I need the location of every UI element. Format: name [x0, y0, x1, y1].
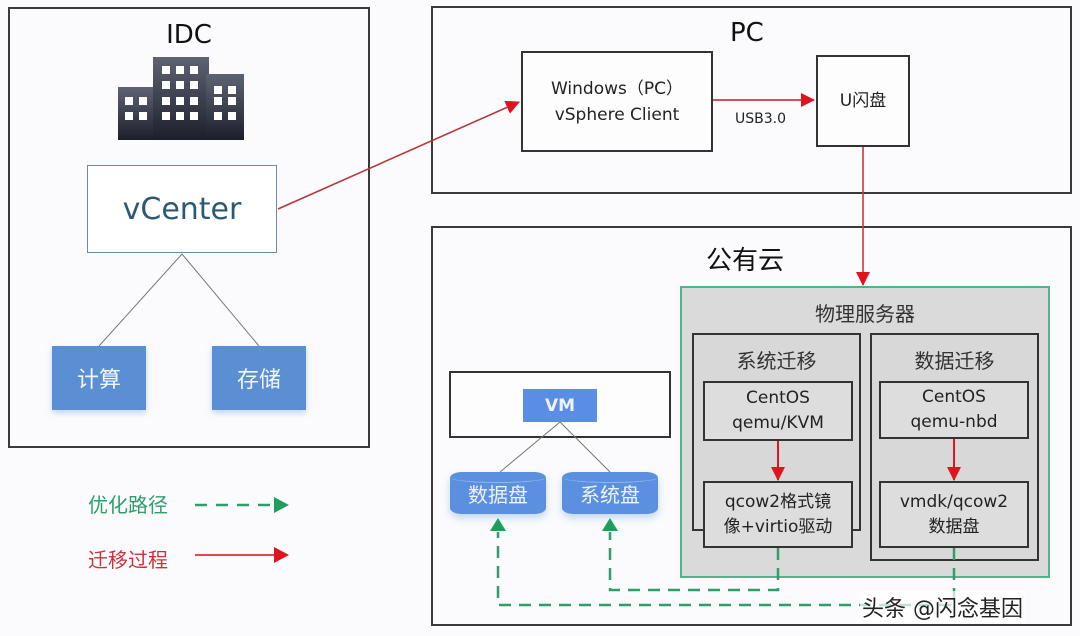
udisk-label: U闪盘: [839, 91, 887, 111]
qcow2-image-line1: qcow2格式镜: [724, 491, 832, 512]
vm-label: VM: [544, 395, 576, 416]
storage-label: 存储: [236, 368, 281, 393]
legend-optimized-label: 优化路径: [88, 493, 168, 517]
legend-migration-label: 迁移过程: [88, 548, 168, 572]
cloud-title: 公有云: [706, 246, 785, 276]
qcow2-image-line2: 像+virtio驱动: [723, 516, 833, 537]
vm-node[interactable]: VM: [523, 389, 597, 422]
legend-optimized-arrowhead: [274, 497, 289, 513]
vmdk-disk-line2: 数据盘: [928, 516, 980, 537]
compute-label: 计算: [76, 368, 121, 393]
centos-kvm-line2: qemu/KVM: [732, 413, 824, 433]
building-icon: [118, 57, 244, 140]
qcow2-image-box[interactable]: qcow2格式镜 像+virtio驱动: [703, 481, 853, 548]
vsphere-client-box[interactable]: Windows（PC） vSphere Client: [521, 51, 713, 152]
centos-nbd-line2: qemu-nbd: [910, 412, 998, 432]
system-disk-label: 系统盘: [580, 482, 640, 507]
data-disk-label: 数据盘: [468, 482, 528, 507]
watermark: 头条 @闪念基因: [860, 591, 1025, 623]
system-disk[interactable]: 系统盘: [562, 472, 658, 514]
data-disk[interactable]: 数据盘: [450, 472, 546, 514]
client-line2: vSphere Client: [554, 104, 680, 125]
pc-title: PC: [730, 18, 764, 48]
data-migration-title: 数据迁移: [914, 349, 995, 373]
idc-title: IDC: [166, 20, 212, 50]
usb-label: USB3.0: [735, 111, 787, 127]
centos-nbd-line1: CentOS: [922, 387, 986, 407]
udisk-box[interactable]: U闪盘: [816, 55, 910, 147]
server-title: 物理服务器: [815, 302, 915, 326]
legend-migration-arrowhead: [274, 547, 289, 563]
vmdk-disk-box[interactable]: vmdk/qcow2 数据盘: [879, 481, 1029, 548]
client-line1: Windows（PC）: [550, 78, 683, 99]
centos-nbd-box[interactable]: CentOS qemu-nbd: [879, 381, 1029, 439]
centos-kvm-line1: CentOS: [746, 388, 810, 408]
vcenter-label: vCenter: [122, 191, 242, 227]
compute-node[interactable]: 计算: [52, 346, 146, 410]
vcenter-box[interactable]: vCenter: [87, 165, 277, 253]
storage-node[interactable]: 存储: [212, 346, 306, 410]
centos-kvm-box[interactable]: CentOS qemu/KVM: [703, 381, 853, 441]
vmdk-disk-line1: vmdk/qcow2: [899, 491, 1009, 512]
system-migration-title: 系统迁移: [736, 349, 817, 373]
